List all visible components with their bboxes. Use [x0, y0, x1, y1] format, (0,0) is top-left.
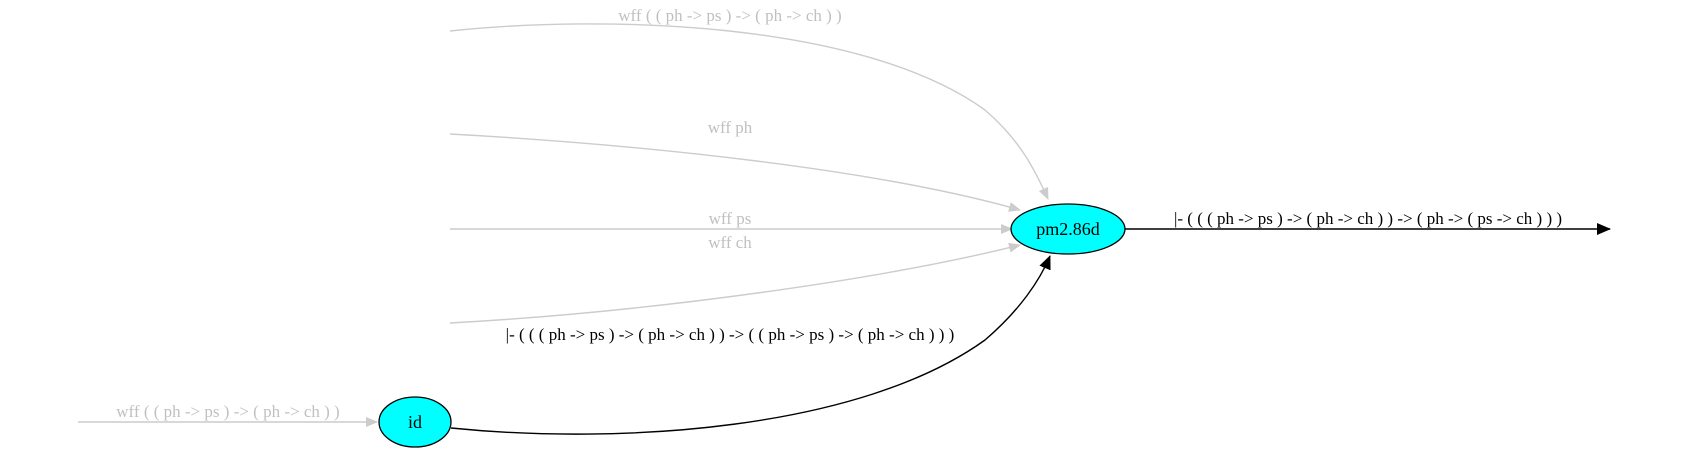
node-id-shape — [378, 396, 452, 448]
node-id-label: id — [408, 412, 422, 432]
edge-label-ch: wff ch — [708, 233, 752, 252]
edge-ph — [449, 133, 1021, 212]
node-main-label: pm2.86d — [1036, 219, 1100, 239]
edge-label-ps: wff ps — [709, 209, 752, 228]
node-main-shape — [1010, 203, 1126, 255]
node-id[interactable]: id — [378, 396, 452, 448]
edge-hyp-imp — [449, 23, 1049, 200]
edge-label-ph: wff ph — [708, 118, 753, 137]
node-main[interactable]: pm2.86d — [1010, 203, 1126, 255]
edge-label-output: |- ( ( ( ph -> ps ) -> ( ph -> ch ) ) ->… — [1174, 209, 1562, 228]
edge-label-hyp-imp: wff ( ( ph -> ps ) -> ( ph -> ch ) ) — [618, 6, 841, 25]
edge-from-id — [450, 255, 1051, 435]
edge-label-from-id: |- ( ( ( ph -> ps ) -> ( ph -> ch ) ) ->… — [506, 325, 955, 344]
edge-ch — [449, 242, 1021, 324]
edge-label-into-id: wff ( ( ph -> ps ) -> ( ph -> ch ) ) — [116, 402, 339, 421]
